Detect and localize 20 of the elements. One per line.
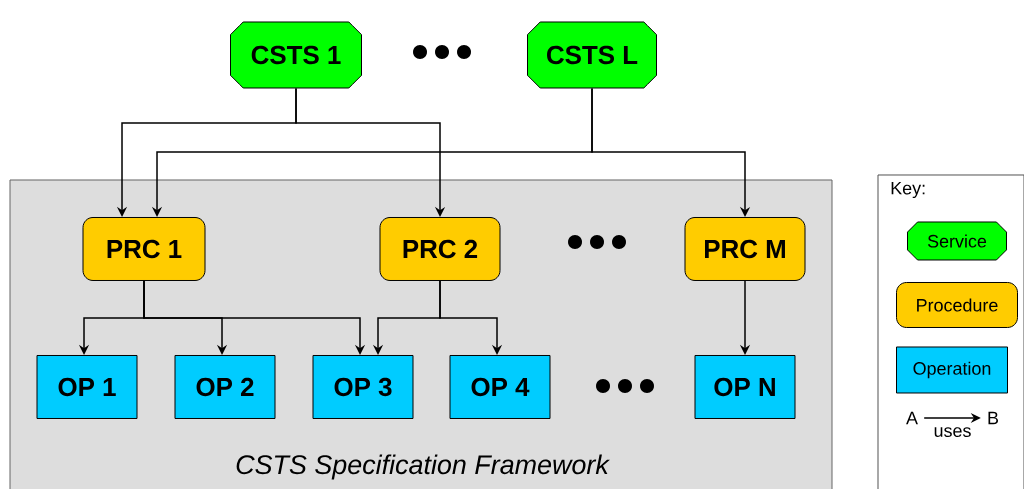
- arrow: [439, 280, 503, 355]
- operation-box: OP N: [694, 355, 796, 419]
- operation-box: OP 3: [312, 355, 414, 419]
- arrow: [295, 87, 446, 217]
- edge-label: uses: [934, 427, 971, 437]
- arrow: [591, 87, 751, 217]
- key-letter: B: [988, 411, 999, 425]
- procedure-box: PRC 2: [379, 217, 501, 281]
- procedure-box: PRC M: [684, 217, 806, 281]
- procedure-box: Procedure: [896, 282, 1018, 328]
- procedure-box: PRC 1: [82, 217, 206, 281]
- operation-box: OP 1: [36, 355, 138, 419]
- service-octagon: CSTS L: [527, 21, 657, 89]
- operation-box: OP 4: [449, 355, 551, 419]
- service-octagon: Service: [907, 221, 1007, 261]
- operation-box: Operation: [896, 346, 1008, 394]
- key-letter: A: [906, 411, 918, 425]
- service-octagon: CSTS 1: [230, 21, 362, 89]
- operation-box: OP 2: [174, 355, 276, 419]
- arrow: [143, 280, 366, 355]
